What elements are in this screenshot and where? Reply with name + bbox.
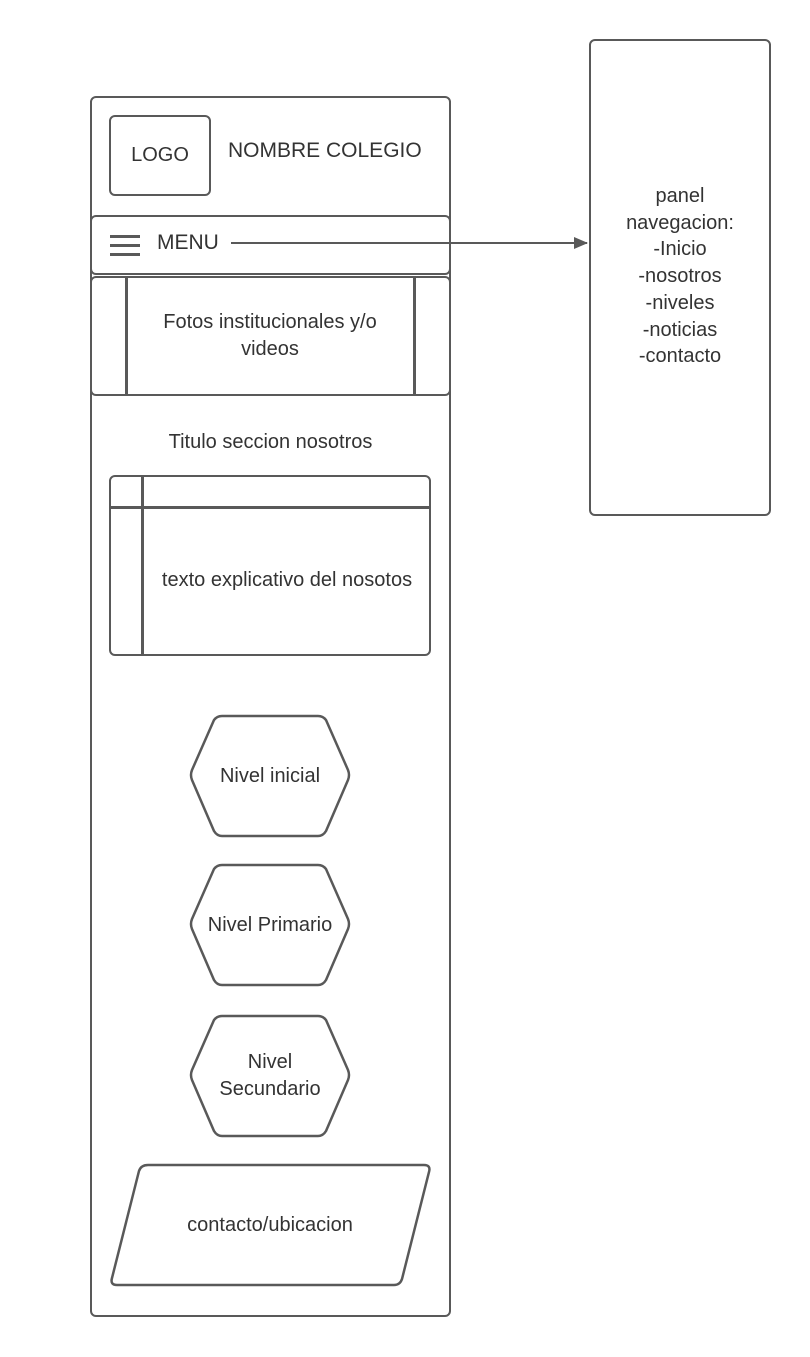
level-initial-line1: Nivel inicial xyxy=(219,764,321,787)
hero-divider-right xyxy=(413,277,416,395)
hamburger-icon[interactable] xyxy=(110,235,140,257)
level-secondary-line1: Nivel xyxy=(247,1051,293,1073)
level-primary-label[interactable]: Nivel Primario xyxy=(195,865,345,985)
school-name: NOMBRE COLEGIO xyxy=(228,139,422,162)
hero-divider-left xyxy=(125,277,128,395)
nav-item-niveles[interactable]: -niveles xyxy=(645,291,715,314)
logo-text: LOGO xyxy=(131,144,189,166)
nav-panel-title: panel xyxy=(655,185,705,207)
hero-label-line2: videos xyxy=(241,338,299,360)
about-text: texto explicativo del nosotos xyxy=(161,569,413,591)
hero-label-line1: Fotos institucionales y/o xyxy=(163,311,377,333)
hero-media-box xyxy=(90,276,451,396)
menu-bar[interactable] xyxy=(90,215,451,275)
nav-item-noticias[interactable]: -noticias xyxy=(642,318,718,341)
nav-item-contacto[interactable]: -contacto xyxy=(638,345,722,368)
contact-label[interactable]: contacto/ubicacion xyxy=(187,1213,353,1236)
hero-label: Fotos institucionales y/o videos xyxy=(127,277,413,395)
nav-panel-content: panel navegacion: -Inicio -nosotros -niv… xyxy=(589,183,771,370)
level-primary-line1: Nivel Primario xyxy=(207,913,333,936)
nav-item-inicio[interactable]: -Inicio xyxy=(653,238,707,261)
menu-label[interactable]: MENU xyxy=(157,231,219,254)
nav-panel-subtitle: navegacion: xyxy=(626,211,734,234)
level-secondary-line2: Secundario xyxy=(219,1078,321,1100)
level-secondary-label[interactable]: Nivel Secundario xyxy=(195,1016,345,1136)
about-title: Titulo seccion nosotros xyxy=(168,431,373,453)
phone-frame xyxy=(90,96,451,1317)
about-box-vline xyxy=(141,476,144,655)
logo-box: LOGO xyxy=(109,115,211,196)
nav-item-nosotros[interactable]: -nosotros xyxy=(638,265,722,288)
about-text-box xyxy=(109,475,431,656)
nav-panel xyxy=(589,39,771,516)
about-box-hline xyxy=(110,506,430,509)
level-initial-label[interactable]: Nivel inicial xyxy=(195,716,345,836)
